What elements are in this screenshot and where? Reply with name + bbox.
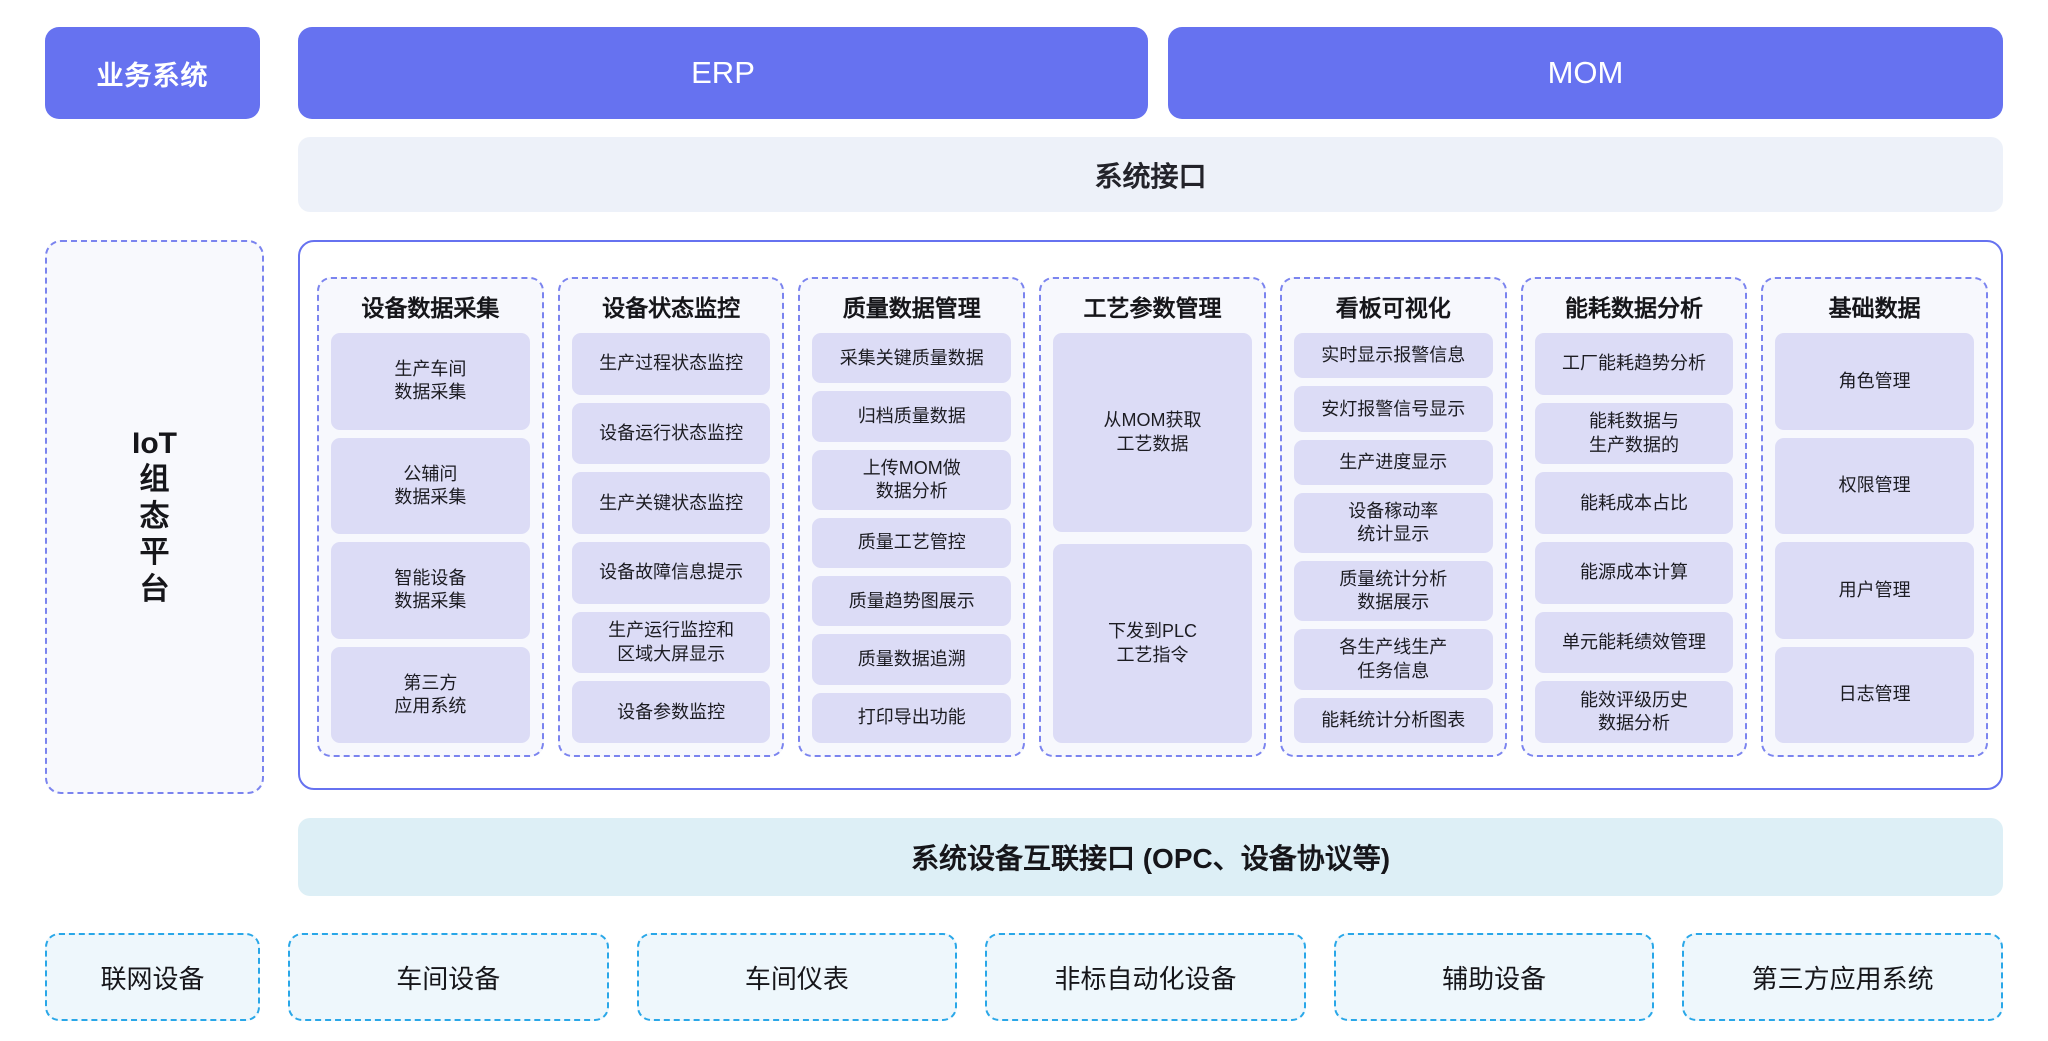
module-item-card[interactable]: 打印导出功能 — [812, 692, 1012, 744]
module-item-card[interactable]: 生产关键状态监控 — [571, 472, 771, 535]
module-item-card[interactable]: 质量数据追溯 — [812, 634, 1012, 685]
module-item-card[interactable]: 生产过程状态监控 — [571, 333, 771, 395]
module-item-card[interactable]: 质量统计分析数据展示 — [1293, 561, 1493, 622]
module-item-card[interactable]: 质量工艺管控 — [812, 517, 1012, 569]
device-box[interactable]: 辅助设备 — [1333, 933, 1655, 1021]
business-system-tag: 业务系统 — [45, 27, 260, 119]
module-column-title: 工艺参数管理 — [1083, 295, 1222, 321]
module-item-card[interactable]: 生产进度显示 — [1293, 439, 1493, 486]
module-item-list: 生产过程状态监控设备运行状态监控生产关键状态监控设备故障信息提示生产运行监控和区… — [571, 333, 771, 744]
module-column: 质量数据管理采集关键质量数据归档质量数据上传MOM做数据分析质量工艺管控质量趋势… — [798, 277, 1026, 757]
module-item-card[interactable]: 日志管理 — [1775, 646, 1975, 743]
system-box-erp[interactable]: ERP — [298, 27, 1148, 119]
platform-modules-frame: 设备数据采集生产车间数据采集公辅问数据采集智能设备数据采集第三方应用系统设备状态… — [298, 240, 2003, 790]
system-interface-bar: 系统接口 — [298, 137, 2003, 212]
module-item-card[interactable]: 智能设备数据采集 — [331, 542, 530, 639]
module-column-title: 能耗数据分析 — [1564, 295, 1703, 321]
module-item-card[interactable]: 设备运行状态监控 — [571, 402, 771, 465]
iot-platform-label: IoT 组 态 平 台 — [132, 426, 177, 609]
device-box[interactable]: 非标自动化设备 — [985, 933, 1306, 1021]
module-item-card[interactable]: 实时显示报警信息 — [1293, 333, 1493, 379]
module-item-list: 采集关键质量数据归档质量数据上传MOM做数据分析质量工艺管控质量趋势图展示质量数… — [812, 333, 1012, 744]
device-box[interactable]: 第三方应用系统 — [1682, 933, 2003, 1021]
module-item-card[interactable]: 单元能耗绩效管理 — [1534, 611, 1734, 674]
device-layer-row: 联网设备车间设备车间仪表非标自动化设备辅助设备第三方应用系统 — [45, 933, 2003, 1021]
module-item-card[interactable]: 能耗数据与生产数据的 — [1534, 402, 1734, 465]
module-item-list: 角色管理权限管理用户管理日志管理 — [1775, 333, 1975, 743]
module-item-card[interactable]: 生产运行监控和区域大屏显示 — [571, 611, 771, 674]
module-item-card[interactable]: 生产车间数据采集 — [331, 333, 530, 430]
module-column: 设备数据采集生产车间数据采集公辅问数据采集智能设备数据采集第三方应用系统 — [317, 277, 544, 757]
system-box-mom[interactable]: MOM — [1168, 27, 2003, 119]
module-item-card[interactable]: 设备故障信息提示 — [571, 542, 771, 604]
module-column-title: 看板可视化 — [1335, 295, 1451, 321]
module-column: 能耗数据分析工厂能耗趋势分析能耗数据与生产数据的能耗成本占比能源成本计算单元能耗… — [1520, 277, 1748, 757]
module-column-title: 设备状态监控 — [602, 295, 741, 321]
module-item-card[interactable]: 能耗统计分析图表 — [1293, 697, 1493, 743]
top-systems-row: 业务系统 ERP MOM — [0, 27, 2048, 119]
module-item-card[interactable]: 各生产线生产任务信息 — [1293, 629, 1493, 690]
module-item-card[interactable]: 第三方应用系统 — [331, 646, 530, 743]
module-item-card[interactable]: 设备参数监控 — [571, 681, 771, 744]
module-item-card[interactable]: 质量趋势图展示 — [812, 576, 1012, 627]
module-item-card[interactable]: 公辅问数据采集 — [331, 437, 530, 534]
module-item-list: 实时显示报警信息安灯报警信号显示生产进度显示设备稼动率统计显示质量统计分析数据展… — [1293, 333, 1493, 743]
platform-columns: 设备数据采集生产车间数据采集公辅问数据采集智能设备数据采集第三方应用系统设备状态… — [317, 277, 1989, 757]
module-item-card[interactable]: 上传MOM做数据分析 — [812, 449, 1012, 510]
iot-platform-panel: IoT 组 态 平 台 — [45, 240, 264, 794]
module-item-list: 生产车间数据采集公辅问数据采集智能设备数据采集第三方应用系统 — [331, 333, 530, 743]
module-item-card[interactable]: 用户管理 — [1775, 542, 1975, 639]
module-item-card[interactable]: 采集关键质量数据 — [812, 333, 1012, 384]
module-column: 基础数据角色管理权限管理用户管理日志管理 — [1761, 277, 1989, 757]
module-item-card[interactable]: 从MOM获取工艺数据 — [1053, 333, 1252, 532]
iot-label-char-2: 平 — [139, 536, 170, 570]
iot-label-char-0: 组 — [139, 463, 170, 497]
module-item-card[interactable]: 工厂能耗趋势分析 — [1534, 333, 1734, 395]
iot-label-char-3: 台 — [139, 572, 170, 606]
device-box[interactable]: 车间设备 — [288, 933, 609, 1021]
device-box[interactable]: 车间仪表 — [636, 933, 958, 1021]
module-column: 看板可视化实时显示报警信息安灯报警信号显示生产进度显示设备稼动率统计显示质量统计… — [1279, 277, 1507, 757]
module-column: 设备状态监控生产过程状态监控设备运行状态监控生产关键状态监控设备故障信息提示生产… — [557, 277, 785, 757]
module-item-card[interactable]: 能耗成本占比 — [1534, 472, 1734, 535]
iot-label-char-1: 态 — [139, 499, 170, 533]
module-item-card[interactable]: 角色管理 — [1775, 333, 1975, 430]
module-column-title: 基础数据 — [1828, 295, 1921, 321]
module-item-list: 工厂能耗趋势分析能耗数据与生产数据的能耗成本占比能源成本计算单元能耗绩效管理能效… — [1534, 333, 1734, 744]
module-item-card[interactable]: 能效评级历史数据分析 — [1534, 681, 1734, 744]
module-item-card[interactable]: 能源成本计算 — [1534, 542, 1734, 604]
module-item-card[interactable]: 安灯报警信号显示 — [1293, 386, 1493, 432]
module-column-title: 质量数据管理 — [842, 295, 981, 321]
module-column-title: 设备数据采集 — [361, 295, 500, 321]
iot-label-line1: IoT — [132, 426, 177, 460]
module-item-card[interactable]: 归档质量数据 — [812, 391, 1012, 442]
module-item-card[interactable]: 权限管理 — [1775, 437, 1975, 534]
device-interconnect-bar: 系统设备互联接口 (OPC、设备协议等) — [298, 818, 2003, 896]
device-box[interactable]: 联网设备 — [45, 933, 260, 1021]
module-item-card[interactable]: 设备稼动率统计显示 — [1293, 493, 1493, 554]
